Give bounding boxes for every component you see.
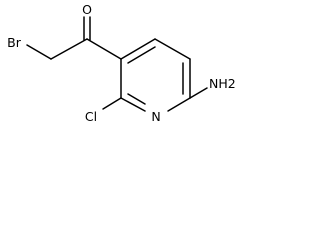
molecule-structure: O Br Cl N NH2 xyxy=(7,2,236,124)
ring-bond-c4-c5 xyxy=(154,38,191,60)
bond-ch2-carbonyl xyxy=(50,38,88,60)
atom-oxygen-label: O xyxy=(82,2,92,17)
bond-c2-cl xyxy=(102,97,122,110)
bond-br-ch2 xyxy=(26,44,52,60)
atom-chlorine-label: Cl xyxy=(85,109,97,124)
ring-bond-c3-c4 xyxy=(120,38,156,60)
bonds xyxy=(26,16,208,112)
bond-c6-nh2 xyxy=(189,87,208,99)
atom-nitrogen-label: N xyxy=(151,109,160,124)
atom-labels: O Br Cl N NH2 xyxy=(7,2,236,124)
ring-bond-n-c2 xyxy=(120,97,146,112)
ring-inner-n-c2 xyxy=(127,93,146,105)
atom-amine-label: NH2 xyxy=(209,76,236,91)
ring-bond-c6-n xyxy=(167,97,191,112)
bond-carbonyl-ring xyxy=(86,38,122,60)
atom-bromine-label: Br xyxy=(7,35,22,50)
ring-inner-c3-c4 xyxy=(127,46,156,64)
